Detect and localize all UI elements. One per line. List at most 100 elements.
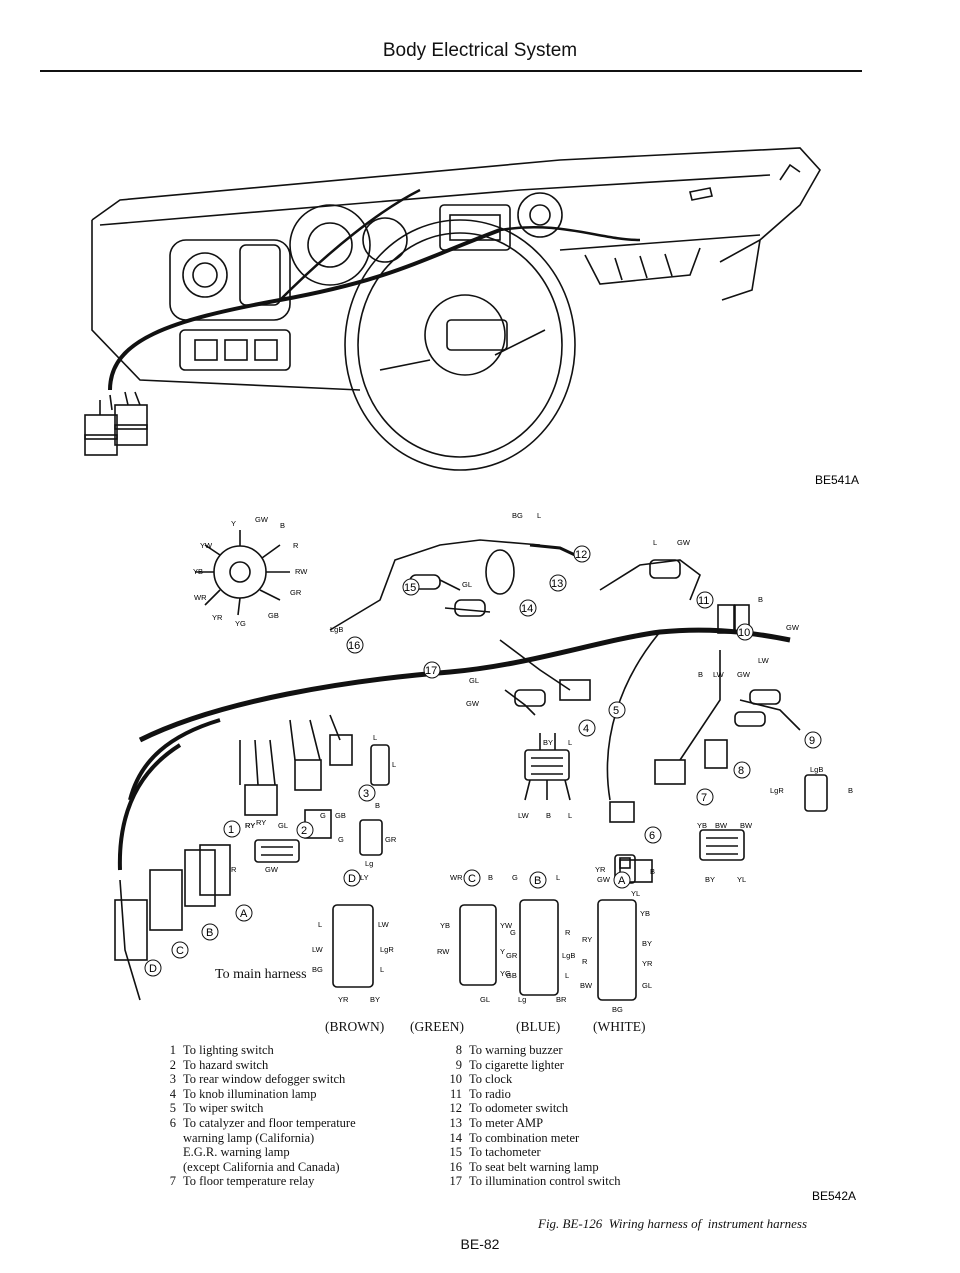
wire-label: B [650, 867, 655, 876]
figure-caption: Fig. BE-126 Wiring harness of instrument… [538, 1216, 808, 1231]
callout-b-top: B [534, 875, 541, 887]
page-number: BE-82 [460, 1236, 500, 1252]
wire-label: GR [385, 835, 397, 844]
wire-label: BY [705, 875, 715, 884]
wire-label: B [488, 873, 493, 882]
callout-12: 12 [575, 549, 587, 561]
figure-code-top: BE541A [815, 473, 859, 487]
wire-label: GB [268, 611, 279, 620]
wire-labels: Y GW B YW R YB RW WR GR YR YG GB LgB BG … [193, 511, 853, 1014]
wire-label: GB [335, 811, 346, 820]
callout-4: 4 [583, 723, 589, 735]
connector-color-white: (WHITE) [593, 1019, 646, 1034]
wire-label: Lg [518, 995, 526, 1004]
wire-label: L [568, 811, 572, 820]
wire-label: YB [193, 567, 203, 576]
wire-label: RW [437, 947, 450, 956]
wire-label: GR [290, 588, 302, 597]
wire-label: YB [697, 821, 707, 830]
wire-label: G [338, 835, 344, 844]
wire-label: LgB [330, 625, 343, 634]
wire-label: GR [506, 951, 518, 960]
wire-label: LW [758, 656, 770, 665]
callout-2: 2 [301, 825, 307, 837]
wire-label: YR [212, 613, 223, 622]
wire-label: R [565, 928, 571, 937]
wire-label: GL [462, 580, 472, 589]
callout-11: 11 [698, 595, 709, 607]
callout-a-top: A [618, 875, 626, 887]
wire-label: YG [235, 619, 246, 628]
legend-item: warning lamp (California) [183, 1130, 315, 1145]
wire-label: L [380, 965, 384, 974]
wire-label: G [512, 873, 518, 882]
callout-14: 14 [521, 603, 533, 615]
callout-7: 7 [701, 792, 707, 804]
wire-label: BR [556, 995, 567, 1004]
wire-label: LW [312, 945, 324, 954]
wire-label: B [758, 595, 763, 604]
callout-1: 1 [228, 824, 234, 836]
wire-label: BG [312, 965, 323, 974]
wire-label: BY [370, 995, 380, 1004]
wire-label: GW [265, 865, 279, 874]
wire-label: GL [480, 995, 490, 1004]
wire-label: LgB [810, 765, 823, 774]
main-harness-label: To main harness [215, 967, 307, 982]
wire-label: R [293, 541, 299, 550]
wire-label: BY [543, 738, 553, 747]
callout-a: A [240, 908, 248, 920]
wire-label: Y [231, 519, 236, 528]
callout-c-top: C [468, 873, 476, 885]
connector-color-brown: (BROWN) [325, 1019, 385, 1034]
dashboard-drawing [91, 147, 821, 471]
wire-label: B [375, 801, 380, 810]
wire-label: GW [255, 515, 269, 524]
wire-label: YR [595, 865, 606, 874]
wire-label: LW [518, 811, 530, 820]
callout-b: B [206, 927, 213, 939]
callout-5: 5 [613, 705, 619, 717]
callout-3: 3 [363, 788, 369, 800]
wire-label: BW [740, 821, 753, 830]
header-rule [40, 70, 862, 72]
wire-label: L [392, 760, 396, 769]
wire-label: B [848, 786, 853, 795]
callout-16: 16 [348, 640, 360, 652]
wire-label: LW [713, 670, 725, 679]
wire-label: YB [440, 921, 450, 930]
wire-label: L [373, 733, 377, 742]
wire-label: RY [582, 935, 592, 944]
wire-label: GL [469, 676, 479, 685]
wire-label: YW [500, 921, 513, 930]
wire-label: Y [500, 947, 505, 956]
callout-17: 17 [425, 665, 437, 677]
harness-drawing [114, 530, 828, 1001]
figure-code-bottom: BE542A [812, 1189, 856, 1203]
wire-label: L [653, 538, 657, 547]
wire-label: G [320, 811, 326, 820]
wire-label: L [556, 873, 560, 882]
wire-label: WR [194, 593, 207, 602]
wire-label: GW [786, 623, 800, 632]
legend-item: E.G.R. warning lamp [183, 1145, 290, 1160]
wire-label: YR [338, 995, 349, 1004]
wire-label: Lg [365, 859, 373, 868]
callout-6: 6 [649, 830, 655, 842]
wire-label: BG [612, 1005, 623, 1014]
wire-label: YR [642, 959, 653, 968]
